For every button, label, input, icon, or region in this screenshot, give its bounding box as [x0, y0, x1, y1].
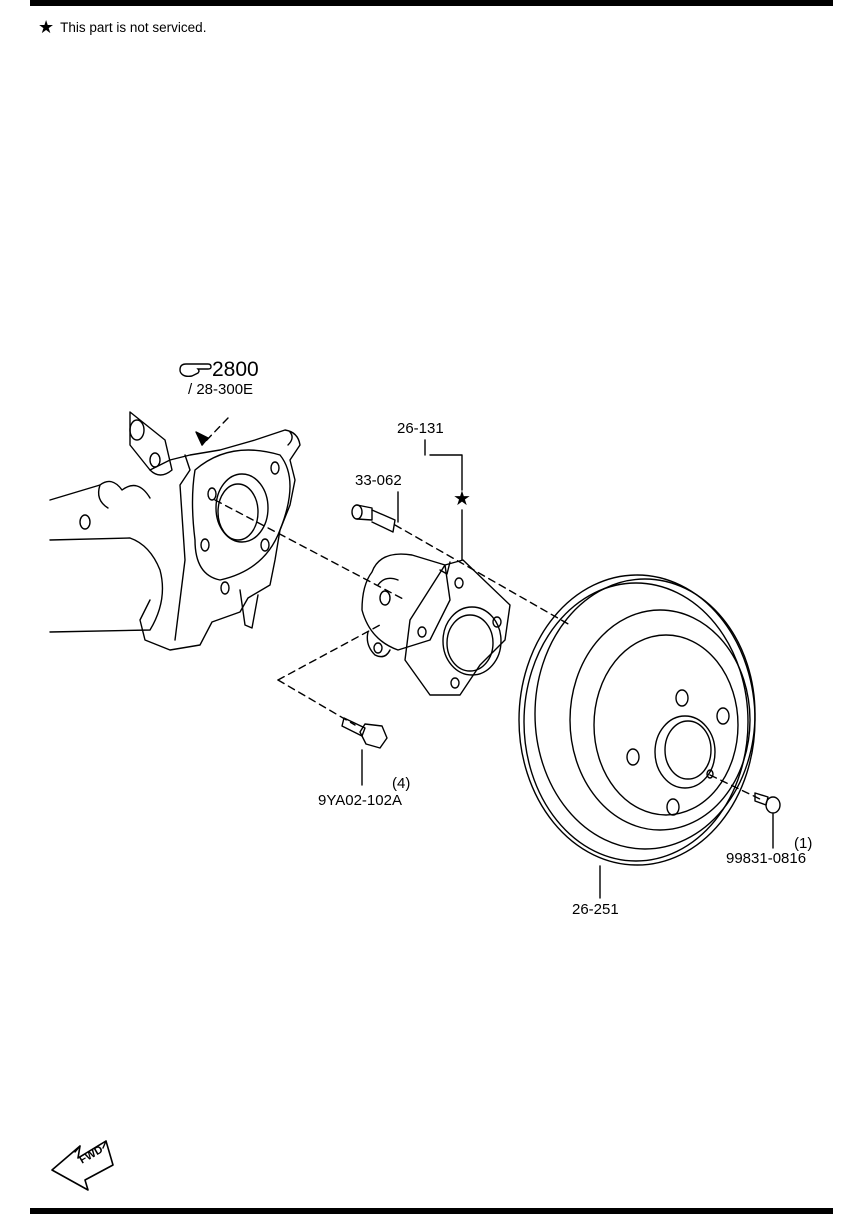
reference-sub: / 28-300E: [188, 381, 254, 398]
assembly-guide-lines: [201, 417, 763, 801]
callout-hub-mount-bolt: 9YA02-102A: [318, 792, 402, 809]
not-serviced-star-icon: ★: [453, 488, 471, 510]
callout-hub-assembly: 26-131: [397, 420, 444, 437]
callout-leaders: [361, 439, 774, 899]
hub-bolt: [351, 504, 396, 533]
callout-hub-bolt: 33-062: [355, 472, 402, 489]
reference-number: 2800: [178, 359, 259, 380]
forward-direction-arrow-icon: [51, 1140, 114, 1191]
hub-mount-bolt: [341, 717, 388, 749]
star-icon: ★: [38, 17, 55, 37]
top-border: [30, 0, 833, 6]
callout-hub-mount-bolt-qty: (4): [392, 775, 411, 792]
knuckle-illustration: [49, 411, 301, 651]
drum-screw: [754, 792, 781, 814]
brake-drum-illustration: [518, 574, 756, 866]
bottom-border: [30, 1208, 833, 1214]
hub-bearing-illustration: [361, 553, 511, 696]
callout-drum-screw: 99831-0816: [726, 850, 807, 867]
reference-number-text: 2800: [212, 358, 259, 381]
callout-brake-drum: 26-251: [572, 901, 619, 918]
callout-drum-screw-qty: (1): [794, 835, 813, 852]
pointing-hand-icon: [178, 361, 212, 379]
not-serviced-note: ★ This part is not serviced.: [38, 18, 206, 36]
not-serviced-text: This part is not serviced.: [60, 19, 207, 35]
